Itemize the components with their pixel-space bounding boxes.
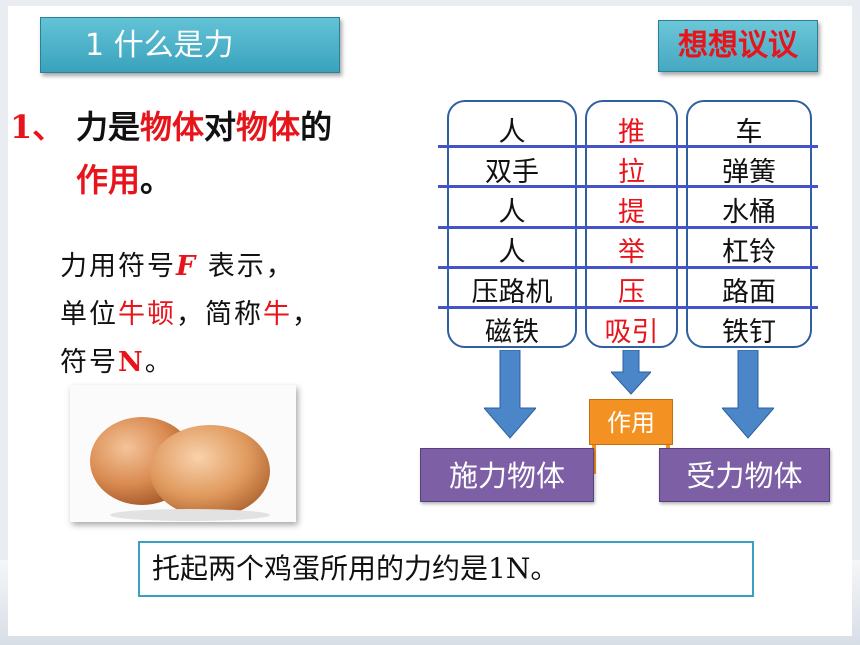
receiver-cell: 水桶 xyxy=(722,197,776,228)
force-symbol: F xyxy=(176,251,198,282)
definition-number: 1、 xyxy=(10,108,65,146)
arrow-down-icon xyxy=(484,350,536,439)
row-divider xyxy=(438,145,818,148)
row-divider xyxy=(438,306,818,309)
action-cell: 压 xyxy=(618,277,645,308)
arrow-down-icon xyxy=(611,350,651,395)
note-box: 托起两个鸡蛋所用的力约是1N。 xyxy=(138,541,754,597)
symbol-text: ，简称 xyxy=(176,299,263,330)
agent-cell: 磁铁 xyxy=(485,317,539,348)
unit-short: 牛 xyxy=(263,299,292,330)
agent-column: 人 双手 人 人 压路机 磁铁 xyxy=(447,100,577,348)
action-cell: 拉 xyxy=(618,157,645,188)
symbol-text: 符号 xyxy=(60,347,118,378)
definition-line-1: 力是物体对物体的 xyxy=(76,102,332,148)
symbol-text: 表示， xyxy=(197,251,295,282)
discuss-button[interactable]: 想想议议 xyxy=(658,20,818,72)
symbol-text: ， xyxy=(292,299,321,330)
unit-name: 牛顿 xyxy=(118,299,176,330)
definition-text: 。 xyxy=(140,161,173,199)
receiver-cell: 杠铃 xyxy=(722,237,776,268)
page-title: 1 什么是力 xyxy=(40,17,340,73)
action-column: 推 拉 提 举 压 吸引 xyxy=(585,100,678,348)
definition-highlight: 物体 xyxy=(236,108,301,146)
agent-cell: 双手 xyxy=(485,157,539,188)
receiver-cell: 铁钉 xyxy=(722,317,776,348)
definition-text: 力是 xyxy=(76,108,141,146)
symbol-line-2: 单位牛顿，简称牛， xyxy=(60,292,321,331)
receiving-object-box: 受力物体 xyxy=(659,448,830,502)
receiver-column: 车 弹簧 水桶 杠铃 路面 铁钉 xyxy=(686,100,812,348)
receiver-cell: 弹簧 xyxy=(722,157,776,188)
receiver-cell: 车 xyxy=(735,117,763,148)
row-divider xyxy=(438,226,818,229)
agent-cell: 压路机 xyxy=(471,277,553,308)
row-divider xyxy=(438,266,818,269)
action-cell: 提 xyxy=(618,197,645,228)
symbol-line-3: 符号N。 xyxy=(60,340,174,379)
unit-symbol: N xyxy=(118,347,145,378)
action-cell: 推 xyxy=(618,117,645,148)
action-cell: 吸引 xyxy=(604,317,659,348)
symbol-text: 力用符号 xyxy=(60,251,176,282)
exerting-object-box: 施力物体 xyxy=(420,448,594,502)
arrow-down-icon xyxy=(722,350,774,439)
egg-photo xyxy=(70,385,296,522)
action-label: 作用 xyxy=(589,399,673,445)
definition-highlight: 作用 xyxy=(76,161,141,199)
eggs-icon xyxy=(70,385,296,522)
connector-line xyxy=(592,444,596,474)
definition-text: 对 xyxy=(204,108,237,146)
action-cell: 举 xyxy=(618,237,645,268)
row-divider xyxy=(438,185,818,188)
agent-cell: 人 xyxy=(498,237,526,268)
definition-highlight: 物体 xyxy=(140,108,205,146)
agent-cell: 人 xyxy=(498,197,526,228)
symbol-line-1: 力用符号F 表示， xyxy=(60,244,295,283)
definition-text: 的 xyxy=(300,108,333,146)
symbol-text: 单位 xyxy=(60,299,118,330)
symbol-text: 。 xyxy=(144,347,174,378)
definition-line-2: 作用。 xyxy=(76,155,172,201)
agent-cell: 人 xyxy=(498,117,526,148)
receiver-cell: 路面 xyxy=(722,277,776,308)
